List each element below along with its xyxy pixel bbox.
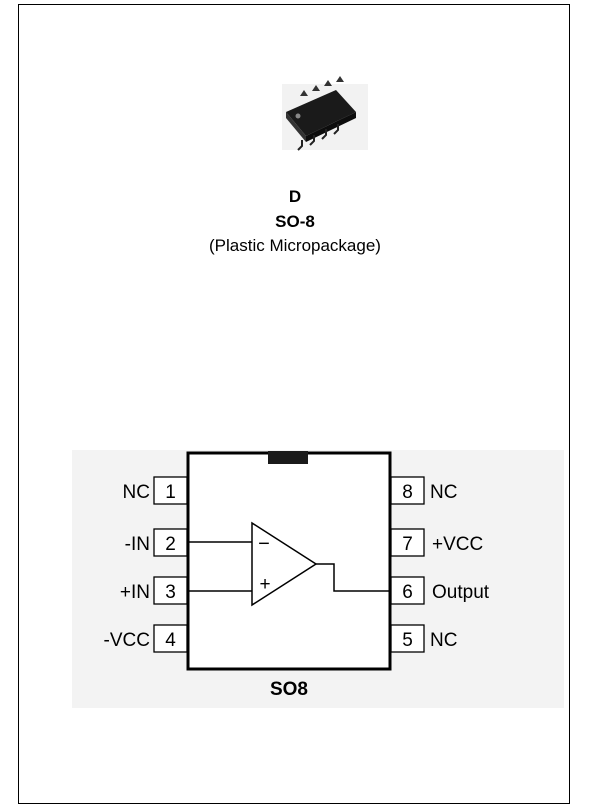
pin-box-4 xyxy=(153,624,188,653)
pin-box-1 xyxy=(153,476,188,505)
pin-box-8 xyxy=(390,476,425,505)
pin-number-1: 1 xyxy=(165,482,176,503)
package-name: SO-8 xyxy=(275,212,315,231)
pin-label-6: Output xyxy=(432,582,490,603)
pin-box-6 xyxy=(390,576,425,605)
pin-label-7: +VCC xyxy=(432,534,483,555)
pin-box-2 xyxy=(153,528,188,557)
pinout-caption: SO8 xyxy=(270,679,308,700)
pin-number-7: 7 xyxy=(402,534,413,555)
opamp-symbol xyxy=(188,521,390,607)
pin-box-5 xyxy=(390,624,425,653)
pin-number-2: 2 xyxy=(165,534,176,555)
pin-label-4: -VCC xyxy=(104,630,150,651)
pin-box-3 xyxy=(153,576,188,605)
pin-label-1: NC xyxy=(123,482,150,503)
pin-number-3: 3 xyxy=(165,582,176,603)
pin-number-4: 4 xyxy=(165,630,176,651)
pin-box-7 xyxy=(390,528,425,557)
pin1-notch xyxy=(268,451,308,464)
opamp-inverting-mark: − xyxy=(258,533,270,555)
pin-number-8: 8 xyxy=(402,482,413,503)
pin-label-2: -IN xyxy=(125,534,150,555)
pin-label-5: NC xyxy=(430,630,457,651)
opamp-noninverting-mark: + xyxy=(259,574,270,595)
pin-number-6: 6 xyxy=(402,582,413,603)
pin-label-3: +IN xyxy=(120,582,150,603)
package-code: D xyxy=(288,187,302,206)
chip-icon xyxy=(282,76,368,151)
package-description: (Plastic Micropackage) xyxy=(209,236,381,255)
pin-label-8: NC xyxy=(430,482,457,503)
pin-number-5: 5 xyxy=(402,630,413,651)
